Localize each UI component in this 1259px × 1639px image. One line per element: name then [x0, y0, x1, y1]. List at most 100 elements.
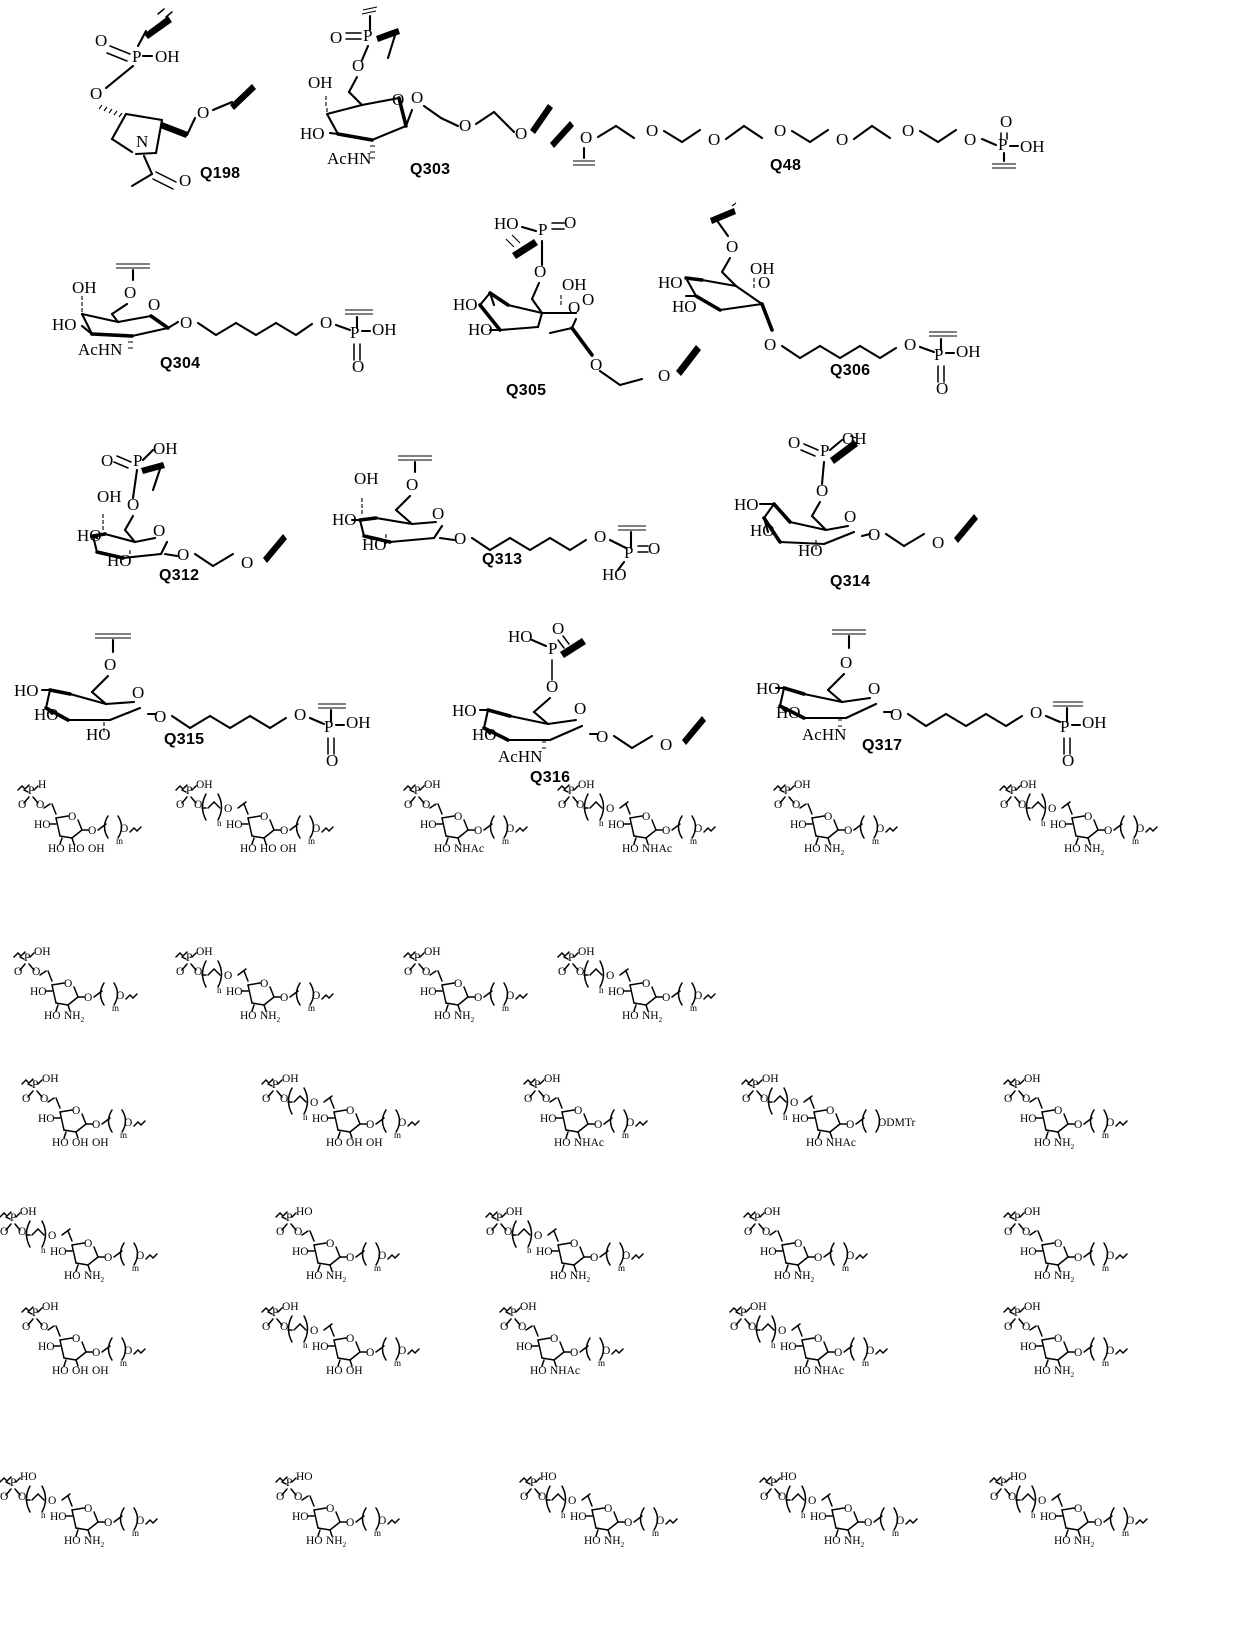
bond [355, 1113, 361, 1125]
bond [29, 952, 35, 958]
bond [563, 963, 570, 971]
bond [535, 1477, 541, 1483]
repeat-bracket-right [691, 815, 697, 839]
bond [441, 817, 447, 837]
atom-HO: HO [602, 565, 627, 584]
atom-O: O [88, 825, 96, 837]
atom-P: P [1000, 1477, 1006, 1489]
bond [1057, 1359, 1061, 1367]
atom-NH2: NH2 [1054, 1137, 1075, 1151]
atom-HO: HO [536, 1246, 553, 1258]
bond [629, 817, 635, 837]
atom-m: m [652, 1528, 659, 1538]
attachment-squiggle [499, 1306, 512, 1313]
repeat-bracket-right [1031, 1485, 1037, 1513]
atom-NH2: NH2 [1074, 1535, 1095, 1549]
bond [299, 1323, 307, 1331]
bond [1009, 1090, 1016, 1098]
atom-OH: OH [750, 259, 775, 278]
bond [821, 1493, 831, 1501]
bond [591, 1509, 597, 1529]
bond [1027, 1493, 1035, 1501]
bond [756, 1090, 763, 1098]
atom-HO: HO [312, 1341, 329, 1353]
atom-O: O [132, 683, 144, 702]
bond [59, 1337, 73, 1341]
bond [463, 986, 469, 998]
atom-O: O [398, 1345, 406, 1357]
atom-O: O [404, 966, 412, 978]
bond [71, 1509, 77, 1529]
repeat-bracket-left [25, 1220, 31, 1248]
attachment-squiggle [1003, 1211, 1016, 1218]
repeat-bracket-left [585, 1337, 591, 1361]
attachment-squiggle [17, 784, 30, 791]
bond [1009, 1083, 1015, 1087]
atom-HO: HO [1064, 843, 1081, 855]
atom-O: O [868, 679, 880, 698]
repeat-bracket-right [41, 1485, 47, 1513]
atom-P: P [770, 1477, 776, 1489]
atom-O: O [1074, 1119, 1082, 1131]
bond [1061, 1507, 1075, 1511]
atom-n: n [783, 1112, 788, 1122]
atom-O: O [366, 1347, 374, 1359]
repeat-bracket-right [503, 815, 509, 839]
bond [419, 785, 425, 791]
repeat-bracket-right [375, 1242, 381, 1266]
atom-AcHN: AcHN [498, 747, 542, 766]
bond [765, 1488, 772, 1496]
atom-HO: HO [30, 986, 47, 998]
repeat-bracket-right [217, 960, 223, 988]
bond [37, 1228, 45, 1236]
atom-O: O [902, 121, 914, 140]
attachment-squiggle [0, 1211, 12, 1218]
bond [633, 837, 637, 845]
atom-O: O [310, 1325, 318, 1337]
atom-m: m [1102, 1358, 1109, 1368]
attachment-squiggle [145, 1518, 158, 1525]
atom-O: O [762, 1226, 770, 1238]
bond [67, 1230, 73, 1242]
bond [1051, 1493, 1061, 1501]
repeat-bracket-right [873, 815, 879, 839]
repeat-bracket-right [303, 1087, 309, 1115]
atom-O: O [574, 1105, 582, 1117]
atom-O: O [280, 992, 288, 1004]
bond [67, 996, 79, 1006]
attachment-squiggle [515, 826, 528, 833]
structure-q313: O OH HO HO O O O P O HO Q313 [318, 422, 718, 584]
bond [63, 1357, 77, 1361]
atom-HO: HO [64, 1270, 81, 1282]
bond [463, 819, 469, 831]
bond [1071, 817, 1077, 837]
bond [547, 1228, 557, 1236]
bond [418, 963, 425, 971]
bond [779, 789, 785, 793]
bond [817, 1131, 821, 1139]
atom-NHAc: NHAc [814, 1365, 844, 1377]
bond [749, 1216, 755, 1220]
repeat-bracket-right [121, 1337, 127, 1361]
atom-OH: OH [578, 779, 595, 791]
atom-O: O [276, 1491, 284, 1503]
atom-NH2: NH2 [844, 1535, 865, 1549]
bond [773, 1095, 781, 1103]
atom-H: H [38, 779, 46, 791]
bond [39, 970, 47, 976]
atom-m: m [1122, 1528, 1129, 1538]
atom-HO: HO [734, 495, 759, 514]
atom-O: O [778, 1325, 786, 1337]
bond [1041, 1339, 1047, 1359]
bond [797, 1264, 801, 1272]
atom-HO: HO [296, 1206, 313, 1218]
